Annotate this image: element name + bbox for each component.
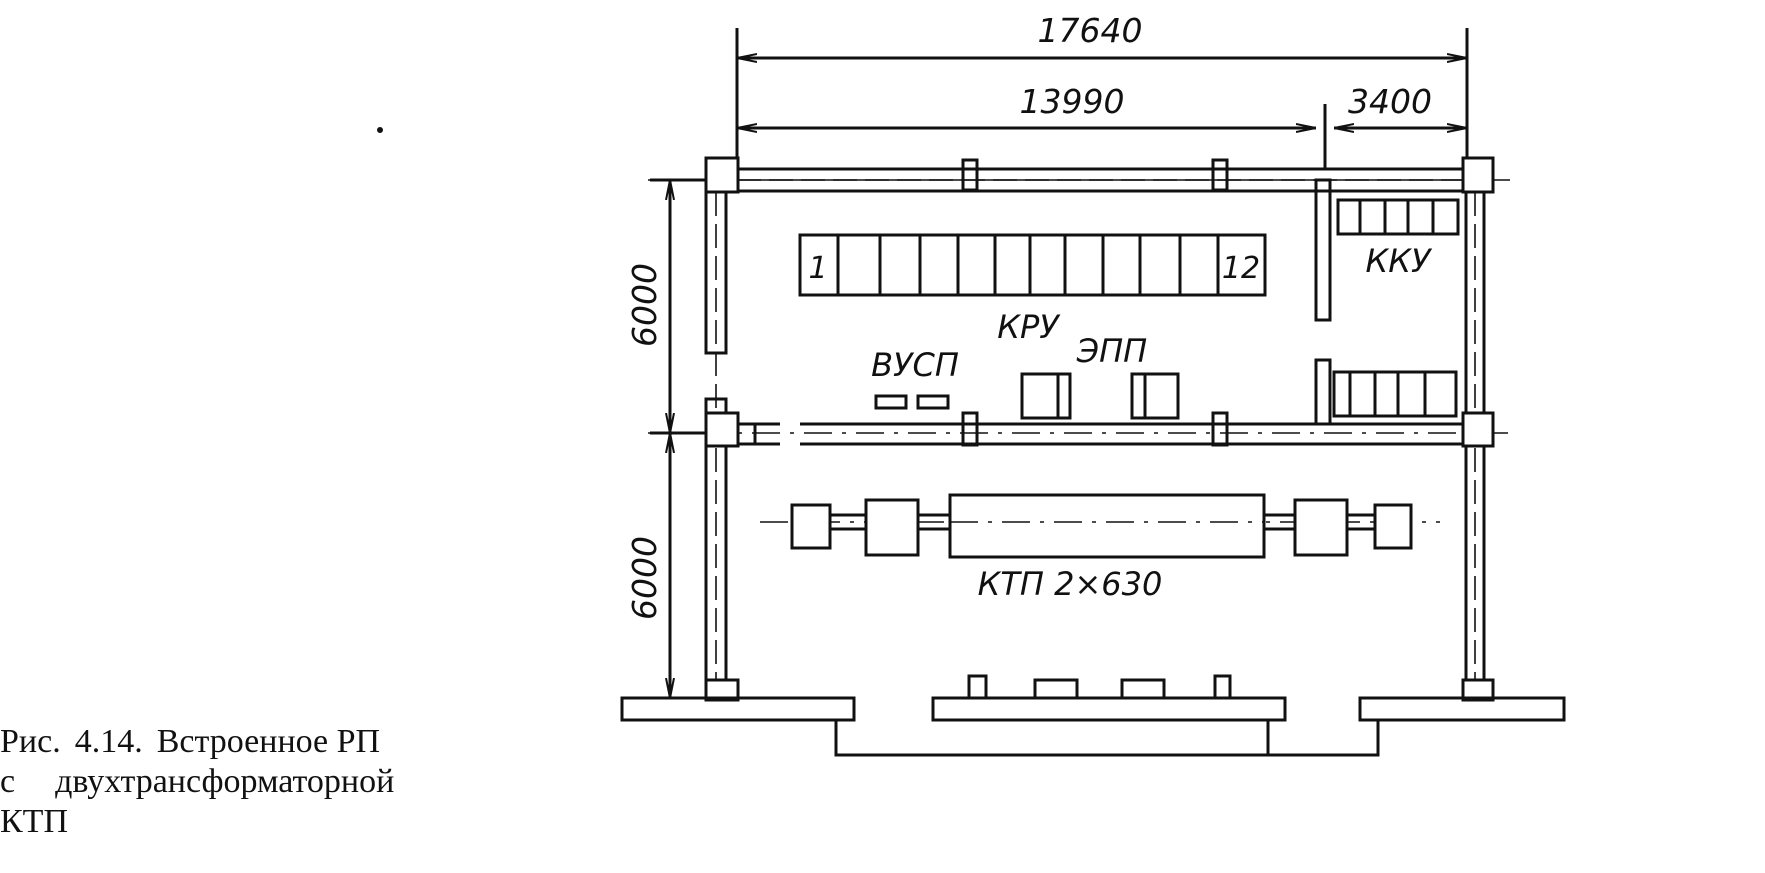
kku-lower-cabinets: [1332, 370, 1458, 418]
caption-fig-number: 4.14.: [74, 723, 143, 760]
vusp-label: ВУСП: [871, 346, 959, 384]
top-beam-joint: [1211, 158, 1229, 192]
column: [704, 411, 740, 448]
partition-upper: [1314, 178, 1332, 322]
dim-right-span: 3400: [1348, 82, 1432, 121]
ktp-label: КТП 2×630: [978, 565, 1163, 603]
kru-first-cell-label: 1: [808, 251, 827, 286]
epp-unit: [1130, 372, 1180, 420]
dim-upper-height: 6000: [625, 263, 664, 347]
dim-lower-height: 6000: [625, 536, 664, 620]
stray-dot: [377, 127, 383, 133]
middle-wall-stub: [735, 422, 757, 446]
kru-label: КРУ: [997, 308, 1061, 346]
figure-caption: Рис. 4.14. Встроенное РП с двухтрансформато…: [0, 722, 430, 842]
ktp-transformer-assembly: [760, 493, 1440, 559]
kku-upper-cabinets: [1336, 198, 1460, 236]
caption-fig-word: Рис.: [0, 723, 61, 760]
caption-text-2: двухтрансформаторной: [55, 763, 395, 800]
vusp-unit: [874, 394, 908, 410]
column: [1461, 411, 1495, 448]
middle-beam-joint: [961, 411, 979, 447]
middle-beam-joint: [1211, 411, 1229, 447]
dim-total-width: 17640: [1038, 11, 1143, 50]
middle-wall: [738, 422, 1490, 446]
kru-switchgear-row: [798, 233, 1267, 297]
top-beam-joint: [961, 158, 979, 192]
caption-text-1: Встроенное РП: [156, 723, 381, 760]
column: [1461, 678, 1495, 702]
partition-lower: [1314, 358, 1332, 426]
column: [704, 156, 740, 194]
column: [1461, 156, 1495, 194]
epp-label: ЭПП: [1076, 332, 1147, 370]
epp-unit: [1020, 372, 1072, 420]
caption-preposition: с: [0, 763, 16, 800]
caption-text-3: КТП: [0, 803, 68, 840]
dim-left-span: 13990: [1020, 82, 1125, 121]
vusp-unit: [916, 394, 950, 410]
top-wall: [710, 167, 1490, 193]
foundation: [620, 674, 1566, 757]
kru-last-cell-label: 12: [1222, 251, 1260, 286]
column: [704, 678, 740, 702]
kku-label: ККУ: [1366, 242, 1433, 280]
